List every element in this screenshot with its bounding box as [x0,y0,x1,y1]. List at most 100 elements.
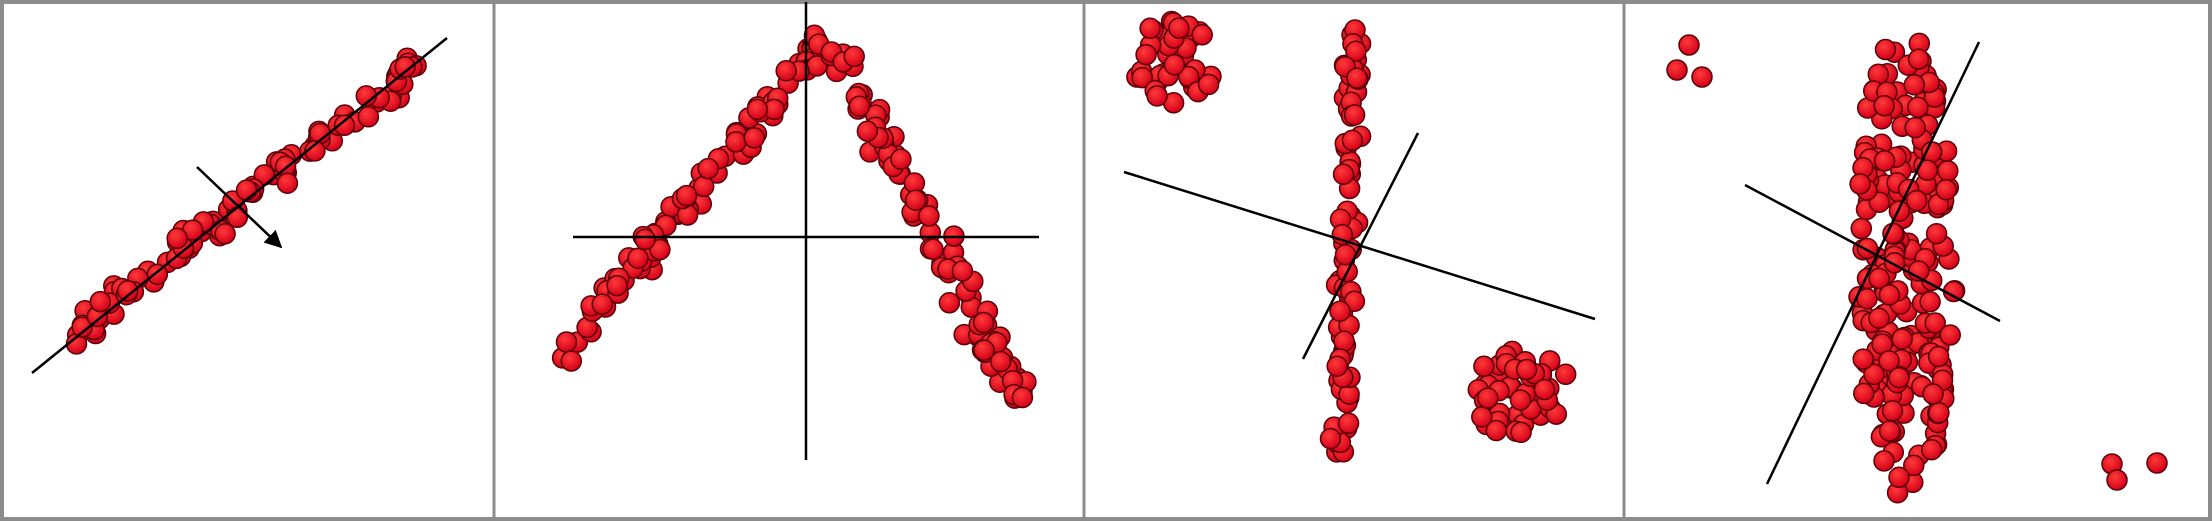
data-point [856,120,879,142]
data-point [938,292,961,314]
data-point [357,106,380,128]
panel-three-clusters [1123,10,1596,463]
data-point [848,95,871,117]
data-point [214,223,236,245]
data-point [1878,284,1901,306]
data-point [1868,267,1890,290]
data-point [843,45,865,68]
data-point [1533,378,1556,401]
data-point [394,56,416,78]
data-point [1691,66,1713,88]
data-point [775,60,797,82]
data-point [2146,452,2168,474]
data-point [1333,330,1355,352]
data-point [725,131,747,153]
data-point [1509,389,1532,411]
data-point [1925,222,1948,245]
data-point [989,350,1012,373]
data-point [1191,24,1213,46]
point-cloud [1126,10,1577,463]
data-point [2106,469,2128,491]
data-point [1515,358,1538,381]
tilted-axis-line [1765,41,1981,485]
data-point [1341,129,1364,152]
data-point [904,189,927,211]
data-point [972,311,995,334]
data-point [555,331,578,353]
data-point [951,260,974,282]
data-point [1888,200,1911,222]
data-point [591,293,613,315]
data-point [1554,363,1577,386]
data-point [89,290,112,313]
data-point [606,274,628,297]
data-point [1510,421,1532,444]
data-point [1878,350,1900,372]
data-point [560,350,583,372]
data-point [1935,178,1957,201]
orthogonal-arrow [196,166,283,249]
data-point [743,127,765,149]
data-point [1903,74,1926,96]
data-point [1477,387,1499,409]
principal-axis-line [31,37,448,374]
data-point [1888,366,1910,389]
data-point [675,184,698,207]
data-point [1197,73,1220,96]
data-point [890,148,912,170]
data-point [1471,406,1493,428]
data-point [1939,324,1961,346]
data-point [1345,40,1367,62]
data-point [746,98,769,121]
data-point [627,247,649,269]
data-point [71,316,93,338]
data-point [1878,420,1901,442]
data-point [1919,291,1941,313]
data-point [1905,189,1928,212]
data-point [166,227,188,250]
data-point [116,280,139,302]
data-point [1873,450,1895,472]
data-point [1927,345,1950,368]
data-point [1666,59,1688,81]
data-point [1332,163,1355,186]
data-point [1343,104,1366,126]
data-point [1853,382,1875,405]
data-point [1920,141,1943,163]
data-point [1131,66,1153,89]
data-point [1329,300,1351,322]
data-point [1849,173,1871,195]
data-point [1920,438,1943,461]
data-point [1135,43,1157,66]
data-point [918,205,940,227]
panel-inverted-v-cloud [551,2,1039,460]
data-point [922,238,944,261]
data-point [634,228,656,251]
data-point [1922,383,1944,405]
data-point [1850,217,1873,240]
data-point [1852,348,1874,370]
data-point [1485,419,1508,442]
point-cloud [1666,32,2168,504]
data-point [1678,34,1700,56]
data-point [1011,386,1034,409]
data-point [1904,116,1926,139]
data-point [697,157,719,180]
data-point [649,238,671,261]
data-point [1139,17,1161,40]
data-point [1163,54,1186,76]
data-point [1907,96,1929,118]
data-point [1337,412,1360,435]
data-point [1473,355,1495,378]
data-point [333,114,356,137]
data-point [1903,454,1925,477]
data-point [1881,400,1904,422]
data-point [1928,402,1950,424]
data-point [1168,17,1190,39]
data-point [1346,67,1368,89]
data-point [1146,85,1168,107]
data-point [1907,48,1930,70]
data-point [1319,427,1342,450]
